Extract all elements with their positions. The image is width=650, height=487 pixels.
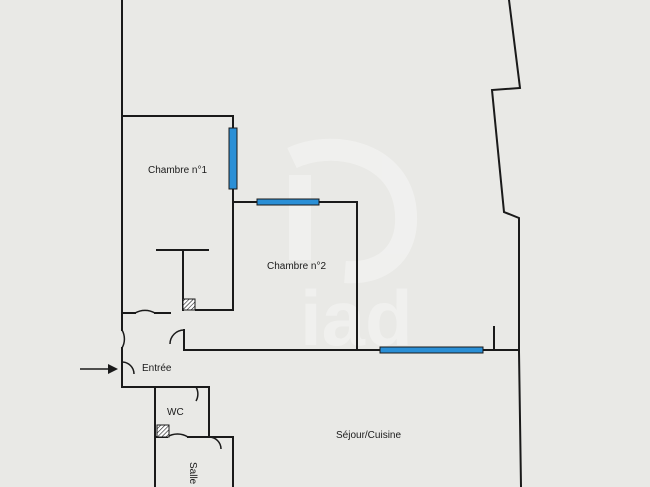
door-swing-icon	[208, 436, 222, 450]
room-label-chambre2: Chambre n°2	[267, 261, 327, 272]
door-swing-icon	[169, 329, 185, 345]
room-label-chambre1: Chambre n°1	[148, 165, 208, 176]
room-label-sejour: Séjour/Cuisine	[336, 430, 402, 441]
room-label-wc: WC	[167, 407, 184, 418]
windows	[228, 127, 484, 354]
door-swing-icon	[166, 433, 189, 438]
room-label-entree: Entrée	[142, 363, 172, 374]
door-swing-icon	[121, 361, 135, 375]
entry-arrow-icon	[80, 364, 118, 374]
hatched-duct-icon	[182, 298, 196, 311]
door-swing-icon	[195, 386, 199, 402]
iad-watermark: iad	[287, 138, 418, 362]
room-label-salle: Salle	[187, 462, 198, 485]
window-sejour	[379, 346, 484, 354]
door-swing-icon	[134, 309, 156, 314]
hatched-duct-icon	[156, 424, 170, 438]
door-swings	[121, 309, 222, 450]
window-chambre1	[228, 127, 238, 190]
window-chambre2	[256, 198, 320, 206]
door-swing-icon	[121, 329, 126, 349]
